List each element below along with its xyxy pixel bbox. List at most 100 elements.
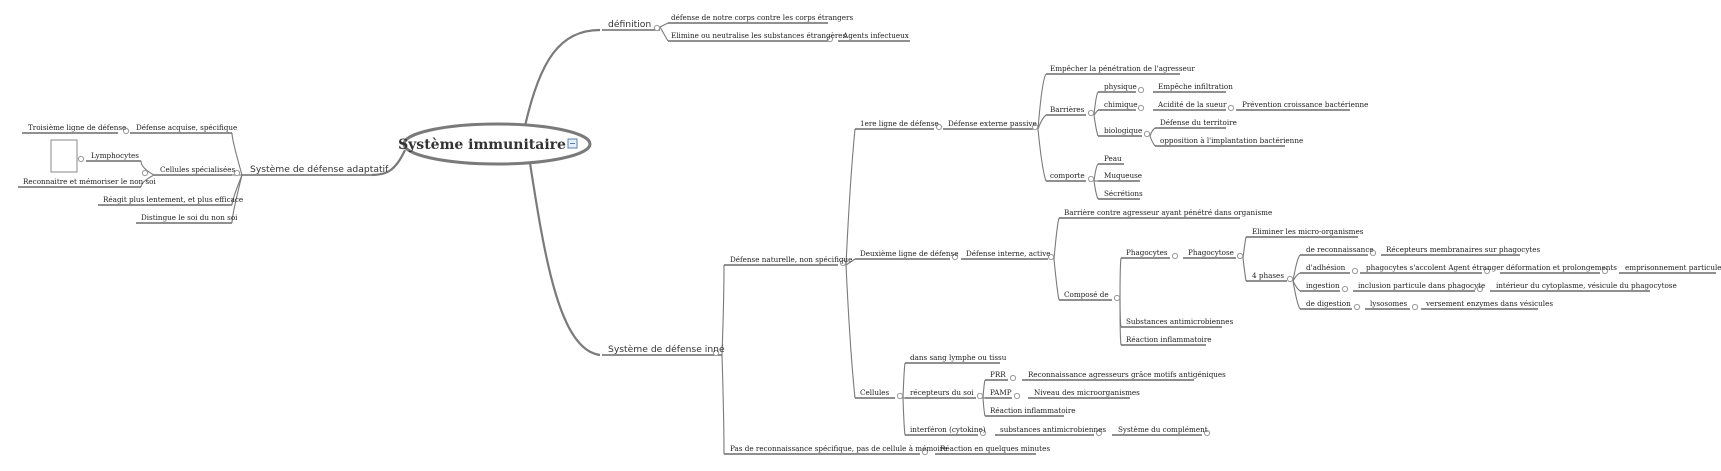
node-emprisonnement[interactable]: emprisonnement particule	[1625, 263, 1721, 272]
node-agents-infectueux[interactable]: Agents infectueux	[842, 31, 909, 40]
node-definition[interactable]: définition	[608, 19, 651, 30]
node-phagocytes-accolent[interactable]: phagocytes s'accolent Agent étranger	[1366, 263, 1505, 272]
node-systeme-complement-collapse-dot[interactable]	[1203, 429, 1211, 437]
node-elimine-collapse-dot[interactable]	[826, 35, 834, 43]
node-eliminer[interactable]: Eliminer les micro-organismes	[1252, 227, 1364, 236]
node-lymphocytes[interactable]: Lymphocytes	[91, 151, 139, 160]
node-compose-de[interactable]: Composé de	[1064, 290, 1109, 299]
node-barrieres-collapse-dot[interactable]	[1087, 109, 1095, 117]
node-cellules-collapse-dot[interactable]	[896, 392, 904, 400]
node-lysosomes[interactable]: lysosomes	[1370, 299, 1407, 308]
node-defense-externe[interactable]: Défense externe passive	[948, 119, 1037, 128]
node-inne-collapse-dot[interactable]	[712, 349, 720, 357]
node-premiere-collapse-dot[interactable]	[935, 123, 943, 131]
node-interferons-collapse-dot[interactable]	[979, 429, 987, 437]
node-defense-interne-collapse-dot[interactable]	[1047, 253, 1055, 261]
node-physique[interactable]: physique	[1104, 82, 1137, 91]
node-troisieme-collapse-dot[interactable]	[122, 127, 130, 135]
node-digestion[interactable]: de digestion	[1306, 299, 1351, 308]
node-barriere-contre[interactable]: Barrière contre agresseur ayant pénétré …	[1064, 208, 1272, 217]
node-phagocytes[interactable]: Phagocytes	[1126, 248, 1168, 257]
node-adhesion[interactable]: d'adhésion	[1306, 263, 1346, 272]
node-definition-collapse-dot[interactable]	[653, 24, 661, 32]
node-elimine[interactable]: Elimine ou neutralise les substances étr…	[671, 31, 847, 40]
node-reconnaitre[interactable]: Reconnaitre et mémoriser le non soi	[23, 177, 156, 186]
node-distingue[interactable]: Distingue le soi du non soi	[141, 213, 238, 222]
node-troisieme[interactable]: Troisième ligne de défense	[28, 123, 126, 132]
node-peau[interactable]: Peau	[1104, 154, 1122, 163]
node-prr[interactable]: PRR	[990, 370, 1006, 379]
node-deuxieme-collapse-dot[interactable]	[951, 253, 959, 261]
node-recepteurs-membranaires[interactable]: Récepteurs membranaires sur phagocytes	[1386, 245, 1541, 254]
node-defense-naturelle[interactable]: Défense naturelle, non spécifique	[730, 255, 852, 264]
node-systeme-complement[interactable]: Système du complément	[1118, 425, 1208, 434]
node-empeche-infiltration[interactable]: Empêche infiltration	[1158, 82, 1233, 91]
node-phagocytose[interactable]: Phagocytose	[1188, 248, 1234, 257]
node-prr-collapse-dot[interactable]	[1009, 374, 1017, 382]
node-empecher[interactable]: Empêcher la pénétration de l'agresseur	[1050, 64, 1195, 73]
node-lymphocytes-collapse-dot[interactable]	[77, 155, 85, 163]
node-recepteurs-soi[interactable]: récepteurs du soi	[910, 388, 974, 397]
node-reaction-inflammatoire[interactable]: Réaction inflammatoire	[1126, 335, 1212, 344]
node-pas-reconnaissance-collapse-dot[interactable]	[921, 448, 929, 456]
node-ingestion[interactable]: ingestion	[1306, 281, 1340, 290]
node-reconnaissance-collapse-dot[interactable]	[1369, 249, 1377, 257]
node-premiere[interactable]: 1ere ligne de défense	[860, 119, 939, 128]
node-chimique-collapse-dot[interactable]	[1137, 104, 1145, 112]
node-cellules-spec-collapse-dot[interactable]	[141, 169, 149, 177]
node-deformation[interactable]: déformation et prolongements	[1506, 263, 1617, 272]
node-reaction-inflammatoire-2[interactable]: Réaction inflammatoire	[990, 406, 1076, 415]
node-barrieres[interactable]: Barrières	[1050, 105, 1085, 114]
node-acidite-collapse-dot[interactable]	[1227, 104, 1235, 112]
node-defense-naturelle-collapse-dot[interactable]	[839, 259, 847, 267]
node-physique-collapse-dot[interactable]	[1137, 86, 1145, 94]
node-defense-corps[interactable]: défense de notre corps contre les corps …	[671, 13, 853, 22]
node-quatre-phases[interactable]: 4 phases	[1252, 271, 1284, 280]
node-pamp[interactable]: PAMP	[990, 388, 1012, 397]
node-interieur[interactable]: intérieur du cytoplasme, vésicule du pha…	[1496, 281, 1677, 290]
node-inclusion-collapse-dot[interactable]	[1476, 285, 1484, 293]
node-recepteurs-soi-collapse-dot[interactable]	[976, 392, 984, 400]
node-substances-antimicrobiennes[interactable]: Substances antimicrobiennes	[1126, 317, 1234, 326]
node-defense-interne[interactable]: Défense interne, active	[966, 249, 1051, 258]
node-reconnaissance-agresseurs[interactable]: Reconnaissance agresseurs grâce motifs a…	[1028, 370, 1226, 379]
node-defense-externe-collapse-dot[interactable]	[1031, 123, 1039, 131]
node-adhesion-collapse-dot[interactable]	[1351, 267, 1359, 275]
node-quatre-phases-collapse-dot[interactable]	[1286, 275, 1294, 283]
node-comporte[interactable]: comporte	[1050, 171, 1085, 180]
node-inne[interactable]: Système de défense inné	[608, 344, 725, 355]
node-cellules-spec[interactable]: Cellules spécialisées	[160, 165, 235, 174]
node-secretions[interactable]: Sécrétions	[1104, 189, 1143, 198]
node-deuxieme[interactable]: Deuxième ligne de défense	[860, 249, 958, 258]
node-reagit[interactable]: Réagit plus lentement, et plus efficace	[103, 195, 243, 204]
node-dans-sang[interactable]: dans sang lymphe ou tissu	[910, 353, 1007, 362]
node-reconnaissance[interactable]: de reconnaissance	[1306, 245, 1374, 254]
node-prevention[interactable]: Prévention croissance bactérienne	[1242, 100, 1368, 109]
node-phagocytose-collapse-dot[interactable]	[1236, 252, 1244, 260]
node-niveau-micro[interactable]: Niveau des microorganismes	[1034, 388, 1140, 397]
node-adaptatif[interactable]: Système de défense adaptatif	[250, 164, 389, 175]
node-defense-acquise[interactable]: Défense acquise, spécifique	[136, 123, 237, 132]
node-digestion-collapse-dot[interactable]	[1353, 303, 1361, 311]
collapse-square-icon[interactable]	[567, 138, 578, 149]
node-biologique-collapse-dot[interactable]	[1143, 130, 1151, 138]
node-compose-de-collapse-dot[interactable]	[1113, 294, 1121, 302]
node-chimique[interactable]: chimique	[1104, 100, 1138, 109]
node-deformation-collapse-dot[interactable]	[1601, 267, 1609, 275]
node-cellules[interactable]: Cellules	[860, 388, 890, 397]
node-acidite[interactable]: Acidité de la sueur	[1157, 100, 1227, 109]
node-ingestion-collapse-dot[interactable]	[1341, 285, 1349, 293]
node-pas-reconnaissance[interactable]: Pas de reconnaissance spécifique, pas de…	[730, 444, 947, 453]
node-substances-2-collapse-dot[interactable]	[1095, 429, 1103, 437]
node-phagocytes-collapse-dot[interactable]	[1171, 252, 1179, 260]
root-node[interactable]: Système immunitaire	[398, 122, 592, 166]
node-reaction-minutes[interactable]: Réaction en quelques minutes	[940, 444, 1050, 453]
node-phagocytes-accolent-collapse-dot[interactable]	[1483, 267, 1491, 275]
node-biologique[interactable]: biologique	[1104, 126, 1142, 135]
node-lysosomes-collapse-dot[interactable]	[1411, 303, 1419, 311]
node-opposition[interactable]: opposition à l'implantation bactérienne	[1160, 136, 1303, 145]
node-muqueuse[interactable]: Muqueuse	[1104, 171, 1142, 180]
node-comporte-collapse-dot[interactable]	[1087, 175, 1095, 183]
node-substances-2[interactable]: substances antimicrobiennes	[1000, 425, 1106, 434]
node-versement[interactable]: versement enzymes dans vésicules	[1425, 299, 1553, 308]
